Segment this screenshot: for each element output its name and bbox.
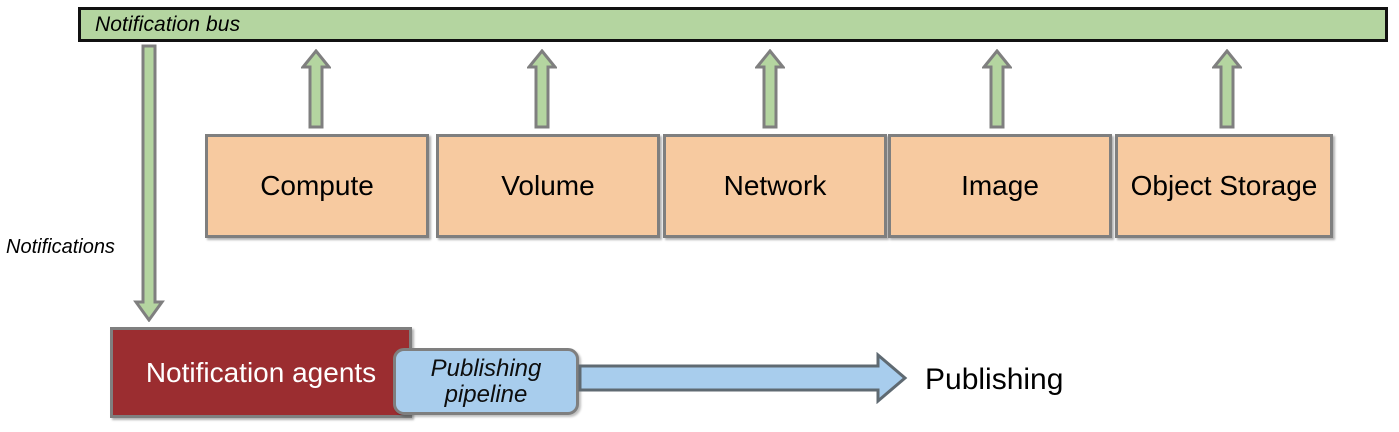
up-arrow-compute <box>301 49 331 129</box>
publishing-pipeline-label: Publishing pipeline <box>430 354 542 408</box>
service-box-compute: Compute <box>205 134 429 238</box>
up-arrow-network <box>755 49 785 129</box>
service-label-image: Image <box>961 170 1039 201</box>
service-label-object-storage: Object Storage <box>1130 170 1318 201</box>
publishing-arrow <box>578 352 908 404</box>
service-box-object-storage: Object Storage <box>1115 134 1333 238</box>
up-arrow-image <box>982 49 1012 129</box>
notification-agents-label: Notification agents <box>145 356 377 388</box>
service-label-volume: Volume <box>501 170 595 201</box>
service-box-image: Image <box>888 134 1112 238</box>
publishing-pipeline-box: Publishing pipeline <box>393 348 579 415</box>
up-arrow-volume <box>527 49 557 129</box>
service-label-compute: Compute <box>260 170 374 201</box>
up-arrow-object-storage <box>1212 49 1242 129</box>
service-label-network: Network <box>723 170 827 201</box>
notification-agents-box: Notification agents <box>110 327 412 418</box>
service-box-volume: Volume <box>436 134 660 238</box>
publishing-label: Publishing <box>925 363 1064 396</box>
notification-bus-label: Notification bus <box>95 12 241 36</box>
notifications-label: Notifications <box>6 236 115 258</box>
notification-bus: Notification bus <box>78 7 1388 42</box>
service-box-network: Network <box>663 134 887 238</box>
notifications-down-arrow <box>133 44 165 322</box>
